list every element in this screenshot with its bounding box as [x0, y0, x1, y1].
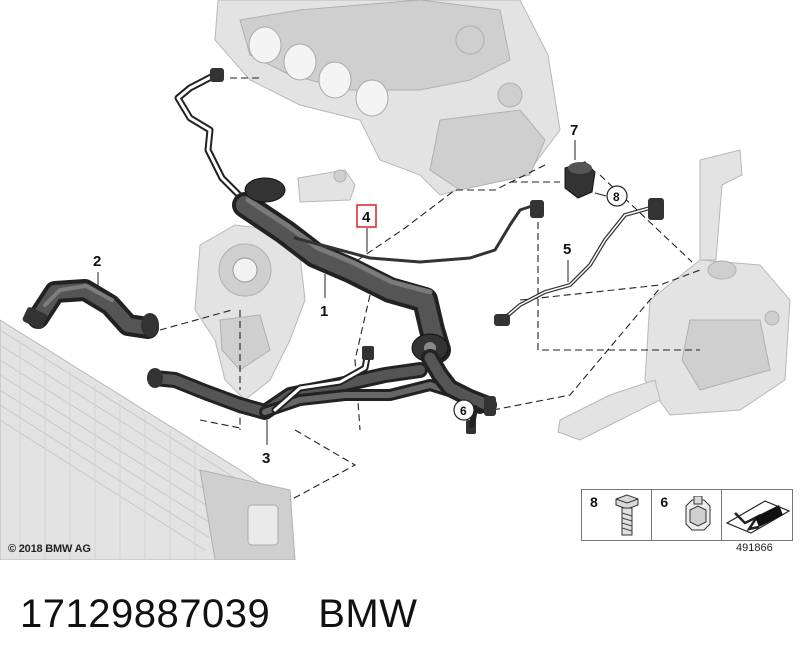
- callout-7: 7: [570, 122, 578, 139]
- leader-lines: [97, 140, 607, 445]
- footer-caption: 17129887039 BMW: [20, 592, 465, 637]
- radiator-ghost: [0, 319, 296, 560]
- part-number: 17129887039: [20, 592, 271, 636]
- pump-housing-ghost: [194, 169, 356, 401]
- expansion-tank-ghost: [557, 149, 791, 441]
- callout-8-circle: [606, 185, 628, 207]
- legend-code: 491866: [736, 542, 773, 554]
- callout-6-circle: [453, 399, 475, 421]
- line-5: [498, 206, 652, 324]
- legend-cell-bolt: 8: [582, 490, 653, 540]
- legend-cell-clip: 6: [652, 490, 722, 540]
- reference-dashes: [159, 77, 701, 501]
- callout-8: 8: [613, 190, 620, 204]
- cylinder-head-ghost: [214, 0, 561, 196]
- legend-number: 8: [590, 494, 598, 510]
- hose-clip-icon: [685, 496, 711, 531]
- parts-legend: 8 6: [581, 489, 793, 541]
- line-4: [293, 203, 537, 264]
- callout-1: 1: [320, 303, 328, 320]
- copyright-notice: © 2018 BMW AG: [8, 543, 91, 555]
- callout-4-highlight: [356, 204, 377, 228]
- legend-cell-marker: [722, 490, 792, 540]
- callout-5: 5: [563, 241, 571, 258]
- legend-number: 6: [660, 494, 669, 510]
- hoses: [22, 68, 664, 434]
- callout-3: 3: [262, 450, 270, 467]
- callout-6: 6: [460, 404, 467, 418]
- bolt-icon: [615, 494, 639, 536]
- callout-4: 4: [362, 209, 371, 226]
- cut-marker-icon: [725, 500, 791, 534]
- callout-2: 2: [93, 253, 101, 270]
- parts-diagram: 2 1 3 4 5 7 8 6: [0, 0, 791, 560]
- brand-name: BMW: [318, 592, 418, 636]
